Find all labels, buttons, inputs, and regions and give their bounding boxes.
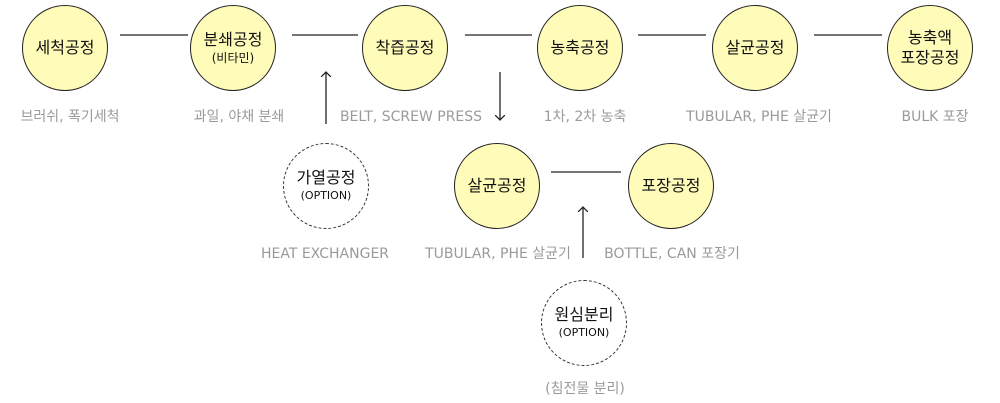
- node-sterilize-branch-label: 살균공정: [467, 176, 527, 195]
- node-wash: 세척공정: [22, 5, 108, 91]
- node-crush-sublabel: (비타민): [211, 51, 255, 65]
- caption-heat: HEAT EXCHANGER: [260, 246, 390, 262]
- caption-pack: BOTTLE, CAN 포장기: [604, 246, 740, 262]
- caption-pack-concentrate: BULK 포장: [901, 109, 969, 125]
- node-pack-concentrate-label: 농축액 포장공정: [900, 28, 960, 67]
- node-heat-label: 가열공정: [296, 168, 356, 187]
- caption-sterilize: TUBULAR, PHE 살균기: [686, 109, 832, 125]
- node-separate-option: 원심분리 (OPTION): [541, 280, 627, 366]
- node-separate-label: 원심분리: [554, 305, 614, 324]
- node-crush-label: 분쇄공정: [203, 30, 263, 49]
- node-wash-label: 세척공정: [35, 38, 95, 57]
- node-crush: 분쇄공정 (비타민): [190, 5, 276, 91]
- caption-sterilize-branch: TUBULAR, PHE 살균기: [425, 246, 571, 262]
- node-concentrate: 농축공정: [537, 5, 623, 91]
- node-press-label: 착즙공정: [375, 38, 435, 57]
- node-separate-sublabel: (OPTION): [558, 326, 610, 339]
- node-pack-concentrate: 농축액 포장공정: [887, 5, 973, 91]
- caption-crush: 과일, 야채 분쇄: [193, 109, 285, 125]
- node-sterilize-branch: 살균공정: [454, 143, 540, 229]
- caption-wash: 브러쉬, 폭기세척: [20, 109, 120, 125]
- node-press: 착즙공정: [362, 5, 448, 91]
- node-heat-option: 가열공정 (OPTION): [283, 143, 369, 229]
- caption-concentrate: 1차, 2차 농축: [543, 109, 627, 125]
- node-sterilize-label: 살균공정: [725, 38, 785, 57]
- caption-separate: (침전물 분리): [545, 381, 625, 397]
- node-pack: 포장공정: [628, 143, 714, 229]
- node-concentrate-label: 농축공정: [550, 38, 610, 57]
- node-sterilize: 살균공정: [712, 5, 798, 91]
- node-heat-sublabel: (OPTION): [300, 189, 352, 202]
- node-pack-label: 포장공정: [641, 176, 701, 195]
- caption-press: BELT, SCREW PRESS: [339, 109, 483, 125]
